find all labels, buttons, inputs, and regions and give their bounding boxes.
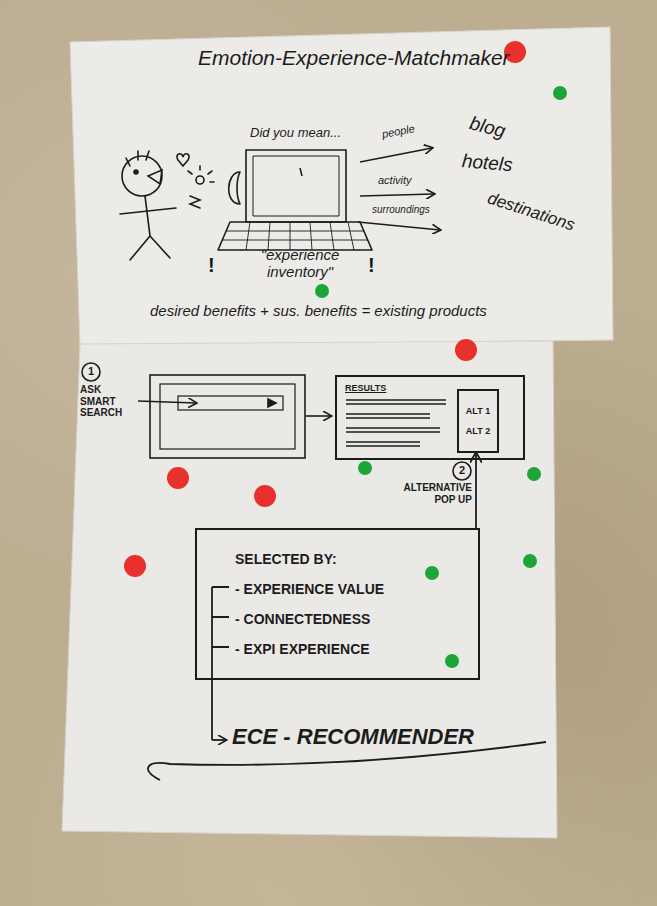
laptop-drawing (218, 150, 372, 250)
result-bar (346, 442, 420, 446)
step-arrow (306, 415, 331, 417)
figure-eye (134, 170, 138, 174)
figure-mouth (148, 170, 162, 184)
result-bar (346, 400, 446, 404)
paper-sheet (62, 341, 557, 838)
laptop-screen (246, 150, 346, 222)
exclamation: ! (368, 254, 375, 277)
green-dot (445, 654, 459, 668)
results-screen: RESULTSALT 1ALT 2 (335, 375, 525, 460)
figure-arms (120, 208, 176, 214)
figure-body (145, 196, 150, 236)
node-text: SELECTED BY: (235, 544, 468, 574)
sun-rays (188, 166, 214, 182)
callout-number: 2 (455, 464, 469, 477)
callout-number: 1 (84, 365, 98, 378)
output-word: hotels (461, 150, 513, 176)
heart-symbol (177, 154, 189, 166)
exclamation: ! (208, 254, 215, 277)
connector-arrow (475, 453, 477, 528)
cursor-mark (300, 168, 302, 176)
option-word: activity (378, 174, 412, 187)
formula-text: desired benefits + sus. benefits = exist… (150, 302, 487, 319)
paper-sheet (70, 27, 613, 346)
step-label: ASK SMART SEARCH (80, 384, 134, 419)
output-word: destinations (485, 188, 577, 235)
bracket-line (211, 587, 213, 740)
bracket-arrow (212, 739, 226, 741)
node-text: - EXPERIENCE VALUE (235, 574, 468, 604)
result-bar (346, 428, 440, 432)
result-bar (346, 414, 430, 418)
option-word: people (381, 122, 416, 140)
node-text: RESULTS (345, 382, 515, 394)
figure-legs (130, 236, 170, 260)
callout-circle (453, 462, 471, 480)
output-word: blog (467, 112, 507, 142)
option-arrows (358, 148, 440, 230)
concept-text: "experience inventory" (246, 246, 354, 281)
option-arrow (358, 222, 440, 230)
green-dot (523, 554, 537, 568)
option-arrow (360, 148, 432, 162)
stick-figure (120, 151, 214, 260)
node-text: ALT 2 (461, 421, 495, 441)
step-arrow (138, 401, 196, 403)
search-button (268, 399, 276, 407)
vote-dots (124, 41, 567, 668)
red-dot (254, 485, 276, 507)
green-dot (315, 284, 329, 298)
search-screen (82, 363, 471, 480)
screen-inner (160, 384, 295, 449)
bracket (148, 587, 546, 780)
step-label: ALTERNATIVE POP UP (388, 482, 472, 505)
node-text: - CONNECTEDNESS (235, 604, 468, 634)
green-dot (425, 566, 439, 580)
callout-circle (82, 363, 100, 381)
zigzag-symbol (190, 196, 200, 208)
node-text: ALT 1 (461, 401, 495, 421)
selection-box: SELECTED BY:- EXPERIENCE VALUE- CONNECTE… (195, 528, 480, 680)
laptop-display (253, 156, 339, 216)
red-dot (124, 555, 146, 577)
result-list (346, 400, 446, 446)
green-dot (527, 467, 541, 481)
alternative-popup: ALT 1ALT 2 (457, 389, 499, 453)
sun-symbol (196, 176, 204, 184)
red-dot (455, 339, 477, 361)
diagram-title: Emotion-Experience-Matchmaker (198, 46, 510, 70)
laptop-keyboard (218, 222, 372, 250)
screen-frame (150, 375, 305, 458)
keyboard-keys (222, 222, 368, 250)
ear-symbol (229, 172, 240, 204)
component-name: ECE - RECOMMENDER (232, 724, 474, 749)
green-dot (553, 86, 567, 100)
figure-hair (126, 151, 149, 166)
bracket-tick (212, 587, 229, 647)
node-text: - EXPI EXPERIENCE (235, 634, 468, 664)
green-dot (358, 461, 372, 475)
red-dot (167, 467, 189, 489)
option-word: surroundings (372, 204, 430, 216)
option-arrow (360, 194, 434, 196)
prompt-text: Did you mean... (250, 126, 341, 141)
